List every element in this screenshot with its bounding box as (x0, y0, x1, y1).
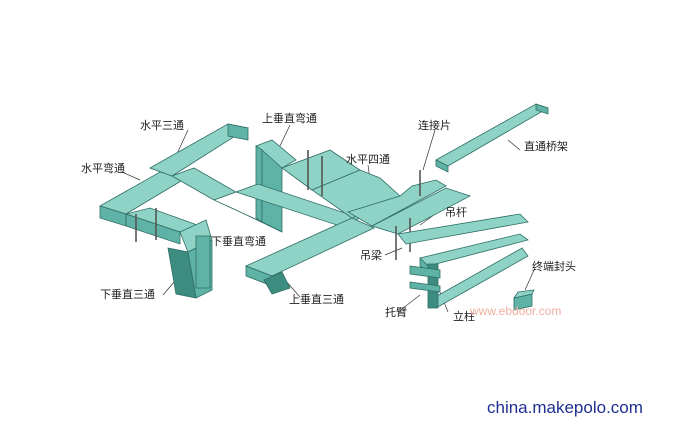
label-upper-vertical-elbow: 上垂直弯通 (262, 112, 317, 125)
end-cap (513, 289, 535, 311)
label-lower-vertical-tee: 下垂直三通 (100, 288, 155, 301)
tray-main-run (234, 149, 472, 295)
tray-lower-right-run (397, 213, 529, 309)
label-lower-vertical-elbow: 下垂直弯通 (211, 235, 266, 248)
faint-watermark: www.ebdoor.com (470, 304, 562, 318)
label-upper-vertical-tee: 上垂直三通 (289, 293, 344, 306)
column-and-bracket (409, 263, 441, 309)
label-connector-plate: 连接片 (418, 119, 451, 132)
label-water-tee: 水平三通 (140, 119, 184, 132)
label-straight-tray: 直通桥架 (524, 140, 568, 153)
tray-horizontal-elbow (98, 123, 250, 245)
label-column: 立柱 (453, 310, 475, 323)
label-water-elbow: 水平弯通 (81, 162, 125, 175)
label-hanger-rod: 吊杆 (445, 206, 467, 219)
label-end-cap: 终端封头 (532, 260, 576, 273)
tray-lower-vertical-tee (167, 219, 213, 299)
label-water-cross: 水平四通 (346, 153, 390, 166)
label-hanger-beam: 吊梁 (360, 249, 382, 262)
site-watermark: china.makepolo.com (487, 398, 643, 417)
label-bracket-arm: 托臂 (385, 306, 407, 319)
tray-straight (435, 103, 549, 173)
